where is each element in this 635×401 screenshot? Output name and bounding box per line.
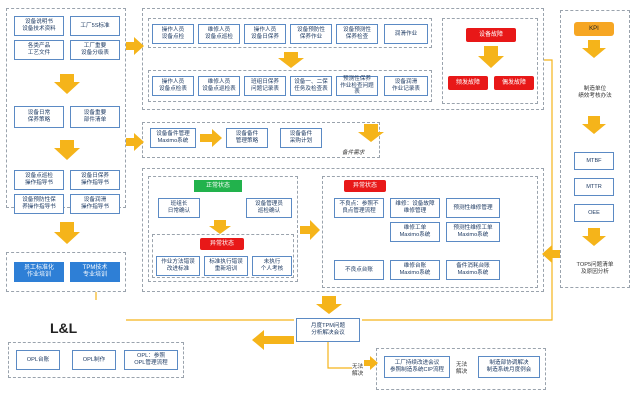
kpi-header: KPI (574, 22, 614, 36)
fault-frame (442, 18, 538, 104)
arrow-down-to-meeting (316, 296, 342, 314)
abnormal-defect: 不良点：参照不 良点管理流程 (334, 198, 384, 218)
line-right-frame (362, 59, 553, 321)
left-box-5a: 设备预防性保 养操作指导书 (14, 194, 64, 214)
kpi-top5: TOP5问题清单 及原因分析 (576, 262, 614, 275)
left-box-4b: 设备日保养 操作指导书 (70, 170, 120, 190)
cause-none: 未执行 个人考核 (252, 256, 292, 276)
opl-ledger: OPL台账 (16, 350, 60, 370)
abnormal-workorder: 维修工单 Maximo系统 (390, 222, 440, 242)
top-row1-frame (148, 18, 432, 48)
arrow-right-to-top (126, 37, 144, 55)
cause-method: 作业方法错误 改进标准 (156, 256, 200, 276)
arrow-down-fault (478, 46, 504, 68)
kpi-panel (560, 10, 630, 288)
normal-manager: 设备管理员 巡检确认 (246, 198, 292, 218)
kpi-assessment: 制造单位 绩效考核办法 (578, 86, 612, 99)
left-box-3b: 设备重要 部件清单 (70, 106, 120, 128)
arrow-down-left-1 (54, 74, 80, 94)
bottom-panel (376, 348, 546, 390)
arrow-right-cip (364, 356, 378, 370)
spare-strategy: 设备备件 管理策略 (226, 128, 268, 148)
abnormal-frame (322, 176, 538, 288)
unsolved-label-2: 无法 解决 (456, 362, 468, 375)
top-record-2: 维修人员 设备点巡检表 (198, 76, 240, 96)
abnormal-header: 异常状态 (344, 180, 386, 192)
abnormal-defect-ledger: 不良点台账 (334, 260, 384, 280)
arrow-left-to-opl (252, 330, 294, 350)
arrow-right-spare-strategy (200, 129, 222, 147)
arrow-down-top-rows (278, 52, 304, 68)
top-record-5: 预测性保养 作业检查问题表 (336, 76, 378, 96)
left-panel (6, 8, 126, 208)
training-box-standard: 员工标准化 作业培训 (14, 262, 64, 282)
middle-panel (142, 168, 544, 292)
spare-plan: 设备备件 采购计划 (280, 128, 322, 148)
fault-box: 设备故障 (466, 28, 516, 42)
fault-frequent: 频发故障 (448, 76, 488, 90)
left-box-2a: 各类产品 工艺文件 (14, 40, 64, 60)
manufacturing-coordination: 制造部协调解决 制造系统月度例会 (478, 356, 540, 378)
top-record-3: 班组日保养 问题记录表 (244, 76, 286, 96)
ll-label: L&L (50, 320, 78, 336)
normal-abnormal-frame (152, 234, 294, 278)
left-box-1b: 工厂5S标准 (70, 16, 120, 36)
normal-header: 正常状态 (194, 180, 242, 192)
arrow-left-from-kpi (542, 245, 560, 263)
top-task-2: 维修人员 设备点巡检 (198, 24, 240, 44)
top-record-4: 设备一、二保 任务及检查表 (290, 76, 332, 96)
top-record-1: 操作人员 设备点检表 (152, 76, 194, 96)
opl-process: OPL：参照 OPL管理流程 (124, 350, 178, 370)
opl-make: OPL制作 (72, 350, 116, 370)
arrow-right-to-spare (126, 133, 144, 151)
normal-frame (148, 176, 298, 282)
spare-demand-label: 备件需求 (342, 150, 365, 156)
training-box-tpm: TPM技术 专业培训 (70, 262, 120, 282)
left-box-5b: 设备润滑 操作指导书 (70, 194, 120, 214)
line-meeting-down (327, 342, 352, 369)
top-task-5: 设备预测性 保养检查 (336, 24, 378, 44)
left-box-4a: 设备点巡检 操作指导书 (14, 170, 64, 190)
kpi-mtbf: MTBF (574, 152, 614, 170)
abnormal-spare-ledger: 备件消耗台账 Maximo系统 (446, 260, 500, 280)
factory-cip: 工厂持续改进会议 参照制造系统CIP流程 (384, 356, 450, 378)
fault-occasional: 偶发故障 (494, 76, 534, 90)
arrow-down-kpi-2 (582, 116, 606, 134)
left-box-2b: 工厂重要 设备分级表 (70, 40, 120, 60)
top-record-6: 设备润滑 作业记录表 (384, 76, 428, 96)
top-row2-frame (148, 70, 432, 102)
arrow-down-left-3 (54, 222, 80, 244)
top-task-4: 设备预防性 保养作业 (290, 24, 332, 44)
kpi-mttr: MTTR (574, 178, 614, 196)
left-box-1a: 设备说明书 设备技术资料 (14, 16, 64, 36)
arrow-down-kpi-3 (582, 228, 606, 246)
arrow-down-spare-demand (358, 124, 384, 142)
tpm-meeting: 月度TPM问题 分析解决会议 (296, 318, 360, 342)
left-box-3a: 设备日常 保养策略 (14, 106, 64, 128)
top-task-3: 操作人员 设备日保养 (244, 24, 286, 44)
spare-maximo: 设备备件管理 Maximo系统 (150, 128, 196, 148)
arrow-down-left-2 (54, 140, 80, 160)
top-task-6: 润滑作业 (384, 24, 428, 44)
arrow-right-normal (300, 220, 320, 240)
abnormal-repair-ledger: 维修台账 Maximo系统 (390, 260, 440, 280)
abnormal-predictive-workorder: 预测性维修工单 Maximo系统 (446, 222, 500, 242)
top-panel (142, 8, 544, 110)
spare-panel (142, 122, 380, 158)
normal-team-leader: 班组长 日常确认 (158, 198, 200, 218)
cause-execution: 标准执行错误 重新培训 (204, 256, 248, 276)
opl-panel (8, 342, 184, 378)
unsolved-label-1: 无法 解决 (352, 364, 364, 377)
arrow-down-normal-inner (209, 220, 231, 234)
kpi-oee: OEE (574, 204, 614, 222)
abnormal-predictive: 预测性维修管理 (446, 198, 500, 218)
left-training-panel (6, 252, 126, 292)
normal-abnormal-header: 异常状态 (200, 238, 244, 250)
arrow-down-kpi-1 (582, 40, 606, 58)
top-task-1: 操作人员 设备点检 (152, 24, 194, 44)
abnormal-repair: 维修：设备故障 维修管理 (390, 198, 440, 218)
